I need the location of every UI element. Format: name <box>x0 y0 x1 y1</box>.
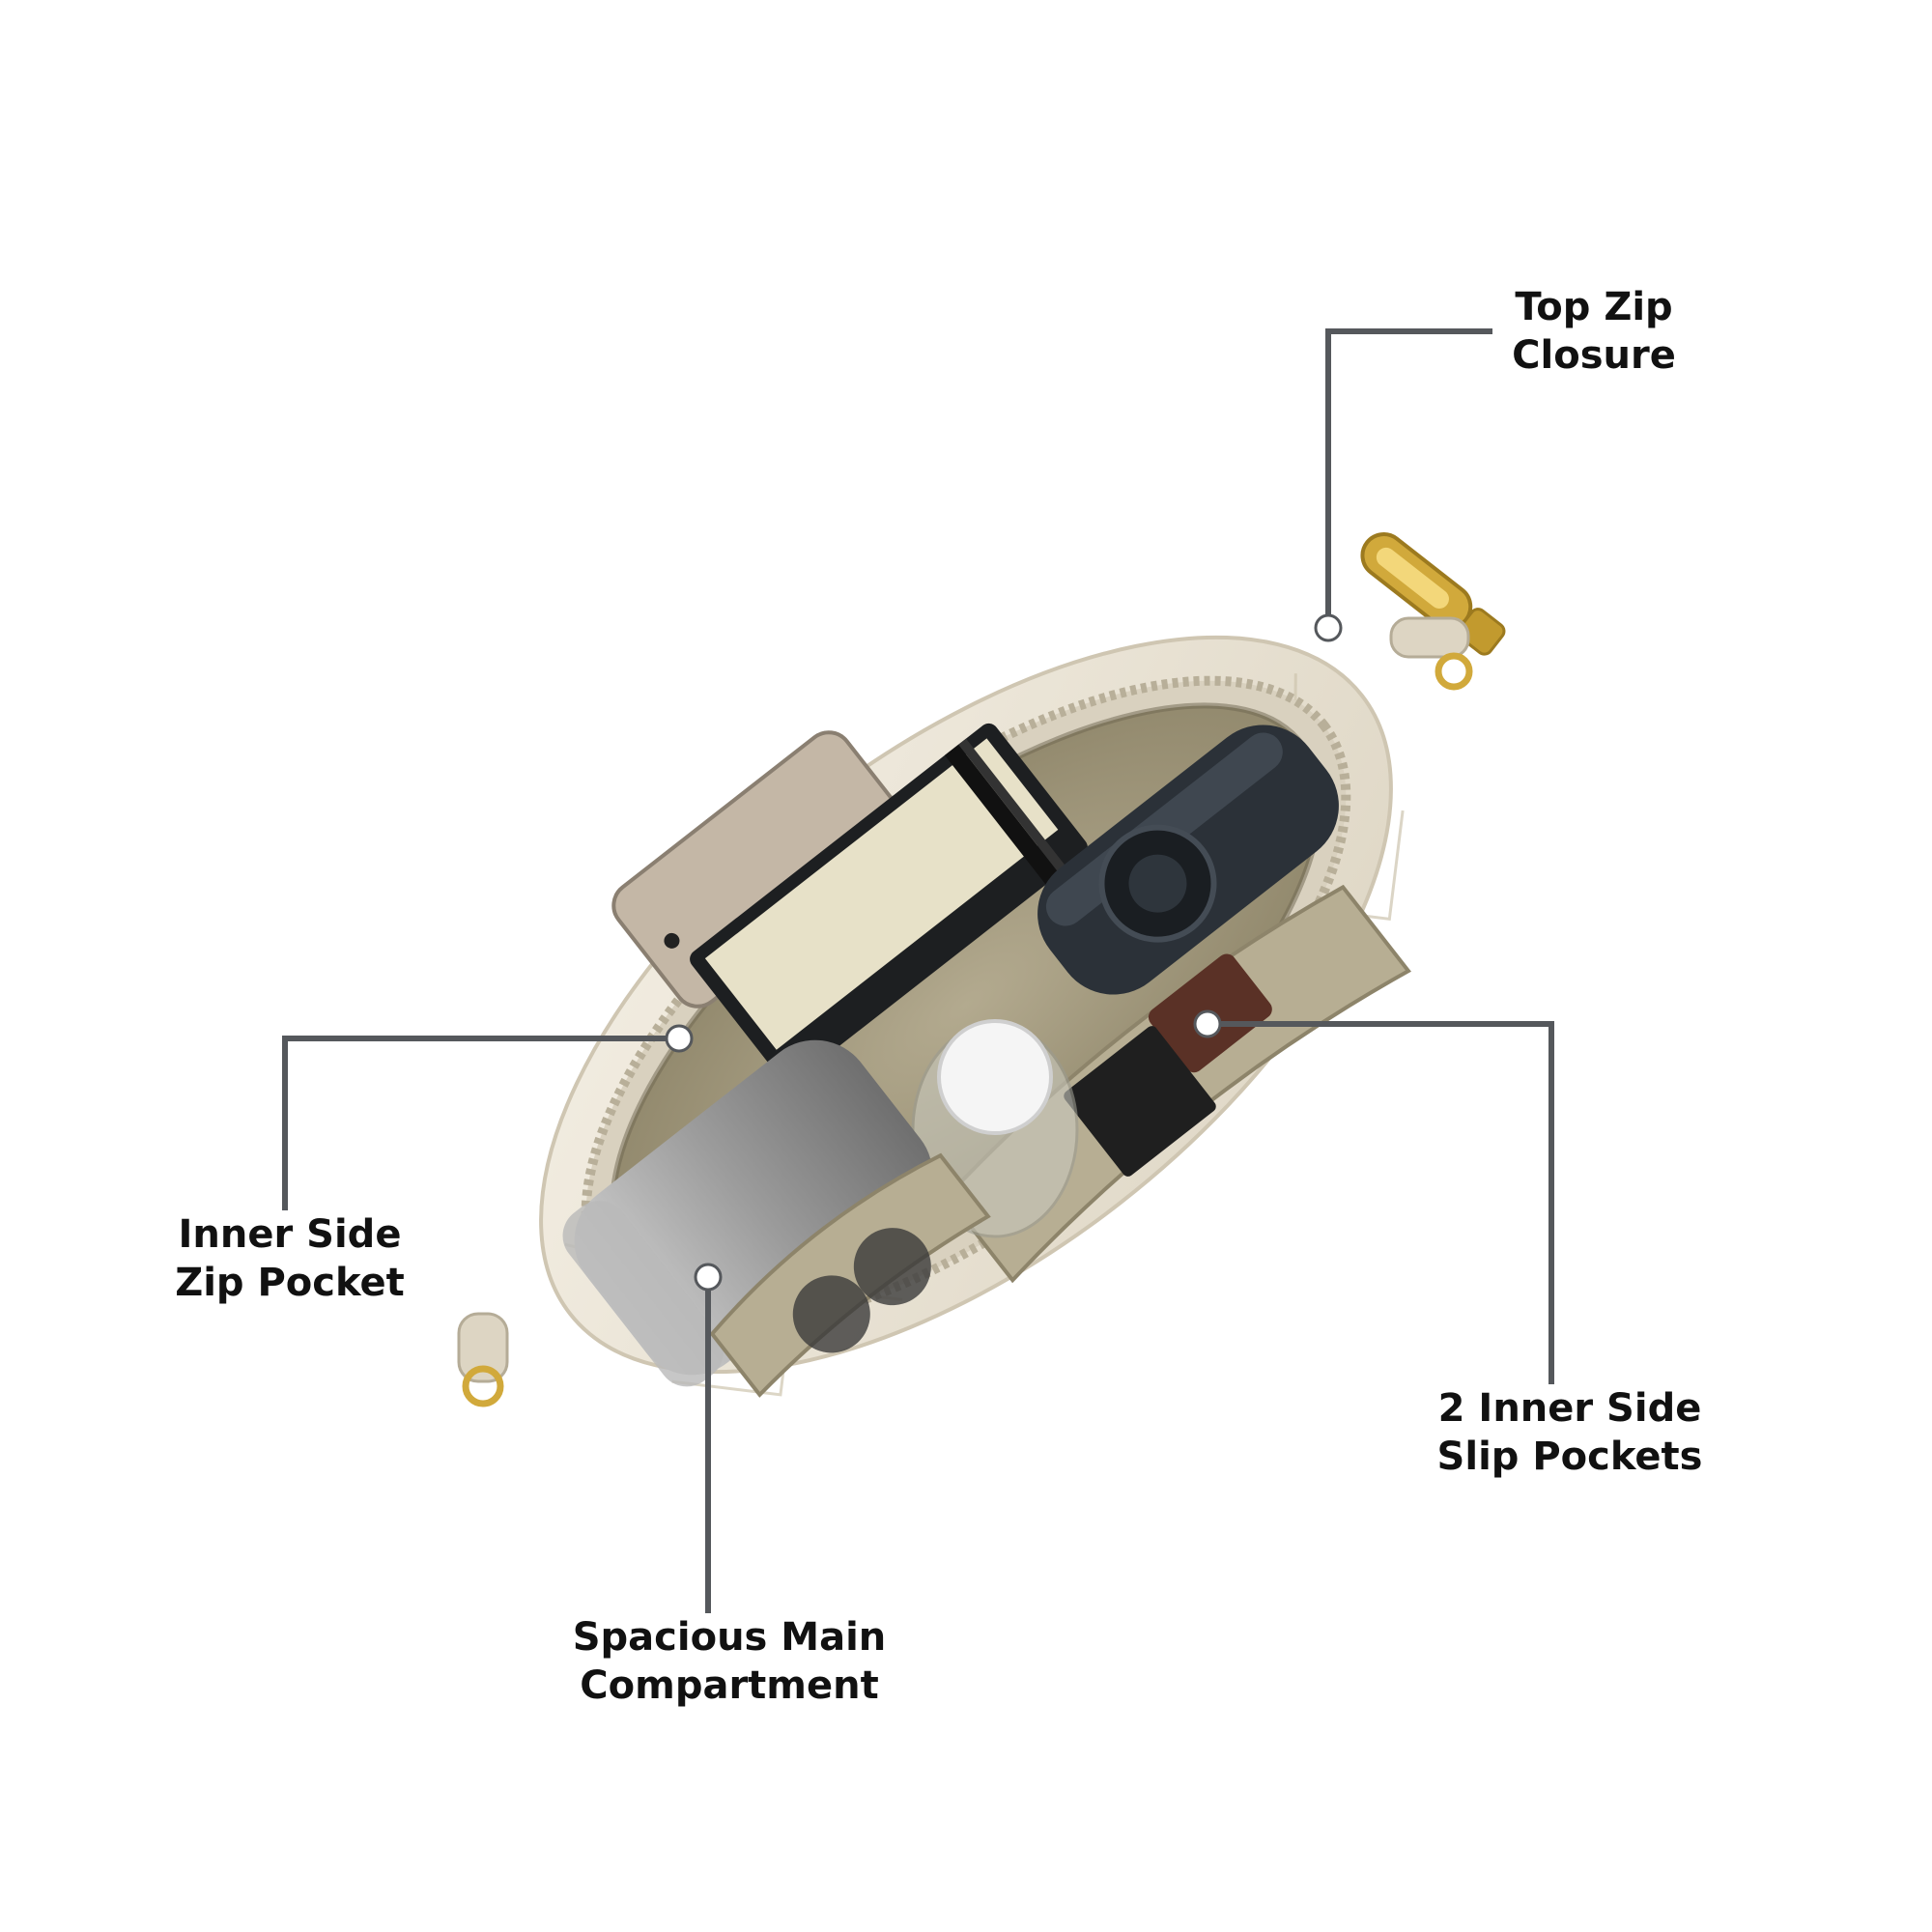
callout-dot-icon <box>1193 1009 1222 1038</box>
callout-dots <box>665 613 1343 1292</box>
callout-slip-pockets-line2: Slip Pockets <box>1436 1435 1703 1479</box>
notebook-item <box>690 723 1088 1084</box>
strap-ring-right <box>1389 616 1473 691</box>
callout-zip-pocket-line2: Zip Pocket <box>175 1261 405 1305</box>
leader-lines <box>282 328 1554 1613</box>
callout-top-zip-line2: Closure <box>1512 333 1676 378</box>
callout-slip-pockets-line1: 2 Inner Side <box>1437 1386 1702 1431</box>
callout-top-zip-closure: Top Zip Closure <box>1468 283 1719 380</box>
leader-line-top-zip <box>1325 328 1492 628</box>
perfume-bottle-item <box>1037 724 1339 995</box>
leader-line-zip-pocket <box>282 1036 679 1210</box>
callout-dot-icon <box>694 1263 723 1292</box>
callout-inner-side-slip-pockets: 2 Inner Side Slip Pockets <box>1406 1384 1734 1481</box>
callout-zip-pocket-line1: Inner Side <box>178 1212 402 1257</box>
callout-dot-icon <box>665 1024 694 1053</box>
callout-main-compartment-line1: Spacious Main <box>572 1615 887 1660</box>
sunglasses-item <box>709 1152 991 1398</box>
zipper-pull-icon <box>1360 532 1506 656</box>
callout-spacious-main-compartment: Spacious Main Compartment <box>536 1613 923 1710</box>
metal-tin-item <box>562 1039 933 1387</box>
callout-top-zip-line1: Top Zip <box>1515 285 1673 329</box>
callout-dot-icon <box>1314 613 1343 642</box>
strap-ring-left <box>457 1312 509 1407</box>
leader-line-slip-pockets <box>1208 1021 1554 1384</box>
black-cube-item <box>1064 1026 1216 1177</box>
callout-main-compartment-line2: Compartment <box>580 1663 879 1708</box>
callout-inner-side-zip-pocket: Inner Side Zip Pocket <box>135 1210 444 1307</box>
